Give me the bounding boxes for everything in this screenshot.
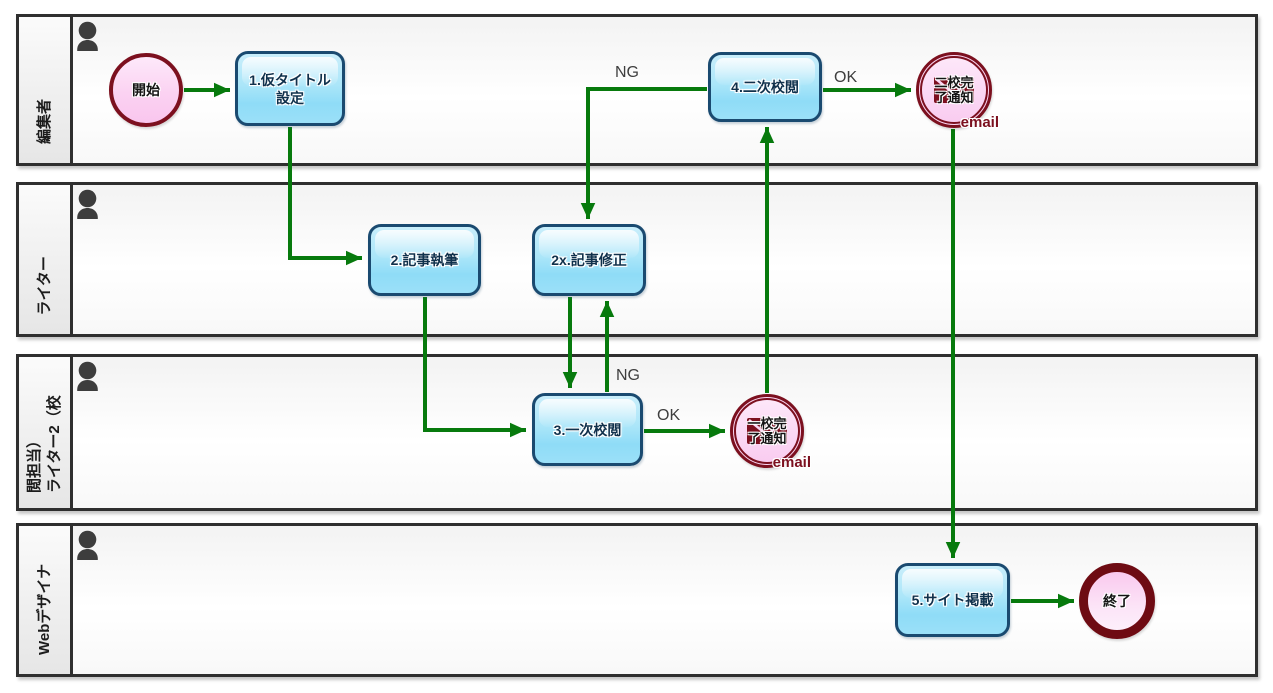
email-event-first-review-done: 一校完了通知 email bbox=[730, 394, 811, 471]
task-2-write-article: 2.記事執筆 bbox=[368, 224, 481, 296]
task-4-second-review: 4.二次校閲 bbox=[708, 52, 822, 122]
email-event-label: 二校完了通知 bbox=[934, 75, 974, 105]
email-envelope-icon bbox=[934, 77, 974, 103]
lane-writer-label-cell: ライター bbox=[19, 185, 73, 334]
task-5-publish-site: 5.サイト掲載 bbox=[895, 563, 1010, 637]
task-1-label: 1.仮タイトル設定 bbox=[249, 71, 331, 106]
lane-writer: ライター bbox=[16, 182, 1258, 337]
email-badge: email bbox=[772, 454, 811, 471]
email-badge: email bbox=[960, 114, 999, 131]
lane-webdesigner: Webデザイナ bbox=[16, 523, 1258, 677]
lane-writer2-label: ライター2（校閲担当） bbox=[25, 394, 63, 493]
end-event-label: 終了 bbox=[1103, 593, 1131, 609]
lane-writer-label: ライター bbox=[35, 255, 53, 315]
lane-webdesigner-label: Webデザイナ bbox=[35, 563, 53, 655]
edge-label-ng-mid: NG bbox=[616, 367, 640, 384]
start-event: 開始 bbox=[109, 53, 183, 127]
task-2x-label: 2x.記事修正 bbox=[551, 252, 627, 268]
lane-webdesigner-content bbox=[73, 526, 1255, 674]
task-2x-revise-article: 2x.記事修正 bbox=[532, 224, 646, 296]
person-icon bbox=[77, 189, 98, 219]
task-3-label: 3.一次校閲 bbox=[553, 421, 622, 438]
end-event: 終了 bbox=[1079, 563, 1155, 639]
lane-editor-label-cell: 編集者 bbox=[19, 17, 73, 163]
person-icon bbox=[77, 21, 98, 51]
task-3-first-review: 3.一次校閲 bbox=[532, 393, 643, 466]
start-event-label: 開始 bbox=[132, 82, 160, 98]
person-icon bbox=[77, 530, 98, 560]
person-icon bbox=[77, 361, 98, 391]
edge-label-ok-mid: OK bbox=[657, 407, 681, 424]
lane-writer2-content bbox=[73, 357, 1255, 508]
lane-webdesigner-label-cell: Webデザイナ bbox=[19, 526, 73, 674]
task-4-label: 4.二次校閲 bbox=[731, 79, 799, 95]
lane-writer-content bbox=[73, 185, 1255, 334]
lane-editor: 編集者 bbox=[16, 14, 1258, 166]
email-envelope-icon bbox=[747, 418, 787, 444]
task-2-label: 2.記事執筆 bbox=[390, 252, 459, 268]
email-event-label: 一校完了通知 bbox=[747, 416, 787, 446]
task-1-temp-title: 1.仮タイトル設定 bbox=[235, 51, 345, 126]
task-5-label: 5.サイト掲載 bbox=[911, 592, 994, 608]
edge-label-ok-top: OK bbox=[834, 69, 858, 86]
lane-writer2-label-cell: ライター2（校閲担当） bbox=[19, 357, 73, 508]
lane-editor-label: 編集者 bbox=[35, 98, 53, 144]
email-event-second-review-done: 二校完了通知 email bbox=[916, 52, 999, 131]
edge-label-ng-top: NG bbox=[615, 64, 639, 81]
